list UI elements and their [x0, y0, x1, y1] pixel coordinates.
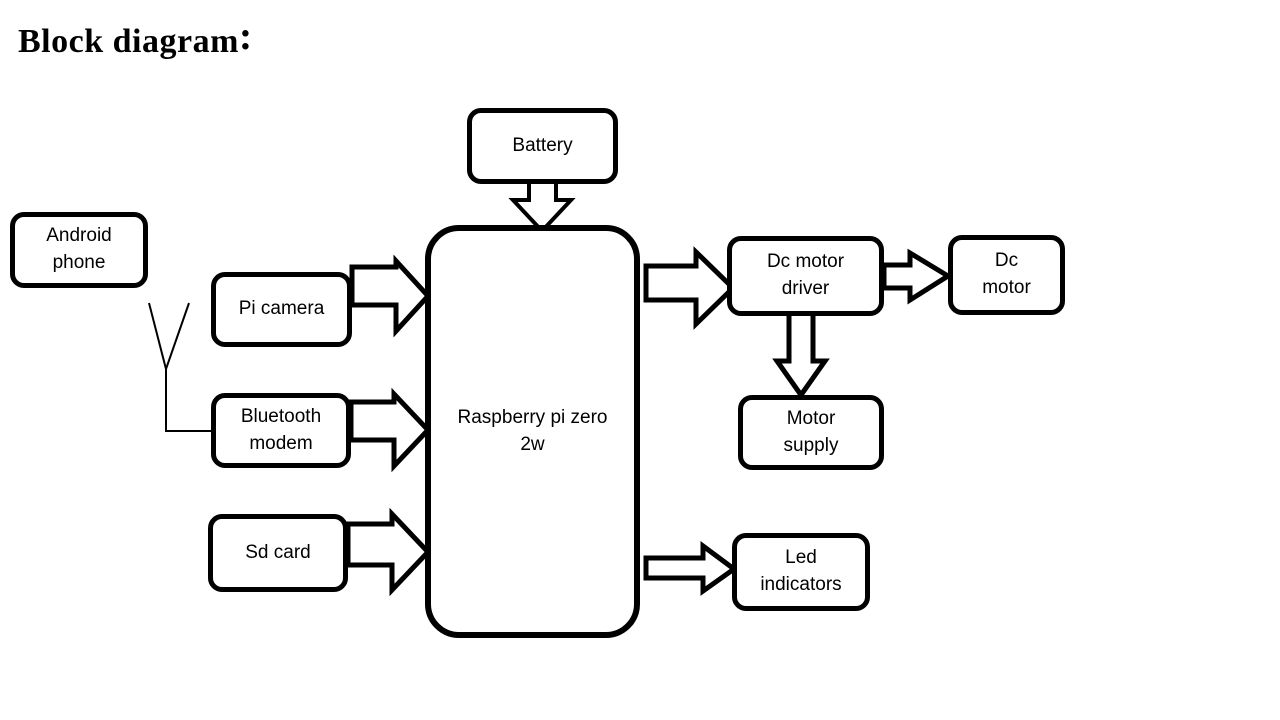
node-battery[interactable]: Battery: [467, 108, 618, 184]
node-sd-card[interactable]: Sd card: [208, 514, 348, 592]
arrow-pi-to-dc-motor-driver: [643, 246, 737, 330]
node-label: Android phone: [46, 225, 112, 273]
node-android-phone[interactable]: Android phone: [10, 212, 148, 288]
node-label: Sd card: [245, 541, 311, 563]
page-title-colon: :: [238, 13, 253, 58]
node-label: Bluetooth modem: [240, 405, 322, 454]
node-label: Led indicators: [760, 547, 842, 595]
page-title-text: Block diagram: [18, 23, 239, 60]
arrow-dc-motor-driver-to-motor-supply: [772, 310, 830, 400]
arrow-battery-to-pi: [508, 179, 576, 234]
node-label: Pi camera: [238, 298, 325, 320]
node-bluetooth-modem[interactable]: Bluetooth modem: [211, 393, 351, 468]
node-motor-supply[interactable]: Motor supply: [738, 395, 884, 470]
arrow-dc-motor-driver-to-dc-motor: [881, 248, 953, 305]
node-led-indicators[interactable]: Led indicators: [732, 533, 870, 611]
node-label: Raspberry pi zero 2w: [457, 406, 608, 455]
node-dc-motor-driver[interactable]: Dc motor driver: [727, 236, 884, 316]
node-label: Battery: [512, 134, 573, 156]
page-title: Block diagram:: [18, 12, 253, 61]
node-dc-motor[interactable]: Dc motor: [948, 235, 1065, 315]
node-pi-camera[interactable]: Pi camera: [211, 272, 352, 347]
node-label: Dc motor driver: [766, 251, 845, 299]
arrow-pi-camera-to-pi: [349, 254, 432, 338]
node-raspberry-pi-zero-2w[interactable]: Raspberry pi zero 2w: [425, 225, 640, 638]
arrow-bluetooth-modem-to-pi: [348, 387, 432, 473]
node-label: Motor supply: [783, 407, 839, 456]
antenna-lead-line: [165, 369, 214, 432]
arrow-pi-to-led-indicators: [643, 541, 739, 596]
node-label: Dc motor: [982, 250, 1031, 298]
wireless-antenna-icon: [148, 302, 190, 373]
arrow-sd-card-to-pi: [345, 507, 432, 597]
